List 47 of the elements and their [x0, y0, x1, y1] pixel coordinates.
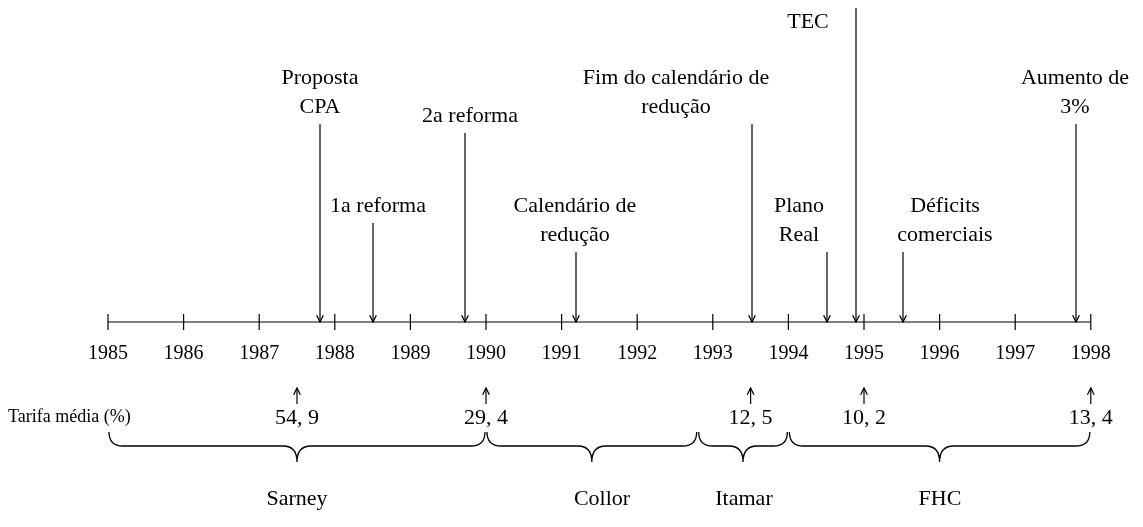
- event-label: 2a reforma: [415, 100, 525, 129]
- tariff-value: 10, 2: [829, 402, 899, 431]
- year-label: 1988: [314, 342, 355, 362]
- year-label: 1998: [1070, 342, 1111, 362]
- president-name: Collor: [573, 488, 631, 508]
- year-label: 1994: [768, 342, 809, 362]
- arrow: [899, 251, 907, 323]
- arrow: [1086, 387, 1095, 405]
- arrow: [316, 123, 324, 323]
- arrow: [748, 123, 756, 323]
- tariff-value: 13, 4: [1055, 402, 1126, 431]
- arrow: [482, 387, 490, 405]
- event-label: Plano Real: [760, 190, 838, 248]
- arrow: [572, 251, 580, 323]
- event-label: Proposta CPA: [260, 62, 380, 120]
- year-label: 1986: [163, 342, 204, 362]
- tariff-value: 29, 4: [451, 402, 521, 431]
- year-label: 1989: [390, 342, 431, 362]
- year-label: 1985: [88, 342, 128, 362]
- row-label: Tarifa média (%): [8, 406, 131, 426]
- event-label: Calendário de redução: [495, 190, 655, 248]
- year-label: 1992: [617, 342, 658, 362]
- arrow: [852, 7, 860, 323]
- event-label: 1a reforma: [323, 190, 433, 219]
- arrow: [293, 387, 301, 405]
- arrow: [823, 251, 831, 323]
- event-label: Aumento de 3%: [1020, 62, 1130, 120]
- president-name: Sarney: [266, 488, 328, 508]
- year-label: 1990: [466, 342, 506, 362]
- year-label: 1995: [844, 342, 884, 362]
- president-name: FHC: [918, 488, 962, 508]
- year-label: 1997: [995, 342, 1036, 362]
- arrow: [860, 387, 868, 405]
- arrow: [1072, 123, 1080, 323]
- event-label: Déficits comerciais: [875, 190, 1015, 248]
- tariff-value: 54, 9: [262, 402, 332, 431]
- arrow: [461, 132, 469, 323]
- arrow: [369, 222, 377, 323]
- event-label: Fim do calendário de redução: [556, 62, 796, 120]
- president-name: Itamar: [715, 488, 773, 508]
- arrow: [746, 387, 755, 405]
- year-label: 1987: [239, 342, 280, 362]
- year-label: 1993: [692, 342, 733, 362]
- year-label: 1991: [541, 342, 582, 362]
- event-label: TEC: [760, 6, 856, 35]
- year-label: 1996: [919, 342, 960, 362]
- tariff-value: 12, 5: [715, 402, 786, 431]
